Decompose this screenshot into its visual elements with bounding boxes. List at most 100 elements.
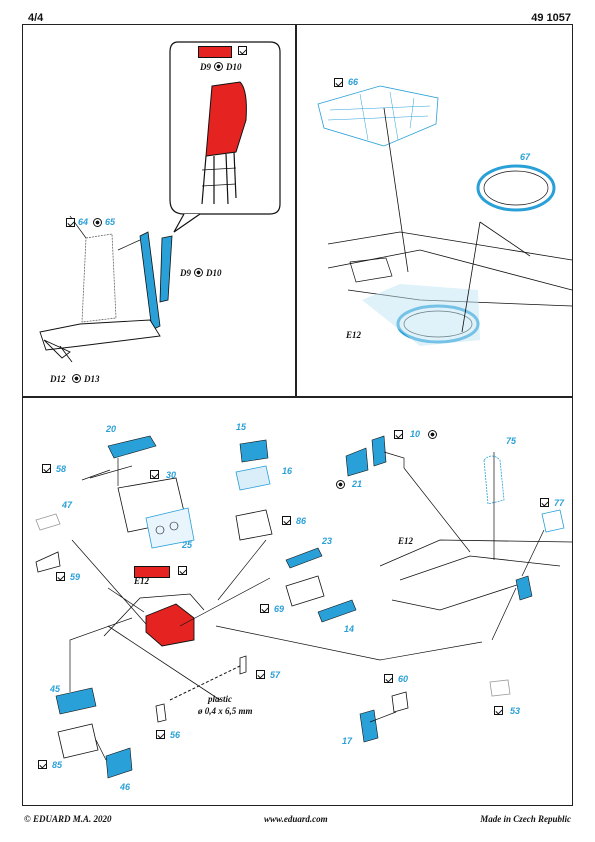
part-label-69: 69 <box>274 604 285 614</box>
part-16 <box>235 465 271 491</box>
page-number: 4/4 <box>28 12 44 24</box>
panel-bottom <box>22 396 573 806</box>
made-in-text: Made in Czech Republic <box>480 814 571 824</box>
pe-icon-58 <box>42 464 51 473</box>
cockpit-red-seat <box>145 603 195 647</box>
part-21 <box>345 447 369 477</box>
inset-label-d9: D9 <box>200 62 211 72</box>
rod-spec: ø 0,4 x 6,5 mm <box>198 706 253 716</box>
part-label-66: 66 <box>348 77 359 87</box>
part-15 <box>239 439 269 463</box>
seat-legs <box>201 151 237 205</box>
ref-e12-cockpit: E12 <box>134 576 150 586</box>
part-label-16: 16 <box>282 466 293 476</box>
part-label-67: 67 <box>520 152 531 162</box>
seat-label-d9: D9 <box>180 268 191 278</box>
part-label-25: 25 <box>182 540 193 550</box>
pe-icon-57 <box>256 670 265 679</box>
part-label-45: 45 <box>50 684 61 694</box>
part-57 <box>239 655 247 675</box>
part-86-box <box>235 509 273 541</box>
part-23 <box>285 547 323 569</box>
part-label-56: 56 <box>170 730 181 740</box>
part-label-15: 15 <box>236 422 247 432</box>
part-label-65: 65 <box>105 217 116 227</box>
part-label-64: 64 <box>78 217 89 227</box>
part-label-10: 10 <box>410 429 421 439</box>
website-link[interactable]: www.eduard.com <box>264 814 328 824</box>
part-67-ring <box>476 164 556 212</box>
part-label-20: 20 <box>106 424 117 434</box>
fuselage-e12 <box>379 539 573 611</box>
bottom-label-d12: D12 <box>50 374 66 384</box>
part-label-57: 57 <box>270 670 281 680</box>
part-label-46: 46 <box>120 782 131 792</box>
seat-label-d10: D10 <box>206 268 222 278</box>
inset-label-d10: D10 <box>226 62 242 72</box>
seat-base <box>39 319 161 351</box>
part-46 <box>105 747 133 779</box>
pe-icon-77 <box>540 498 549 507</box>
ref-e12-top: E12 <box>346 330 362 340</box>
cockpit-pe-icon <box>178 566 187 575</box>
kit-number: 49 1057 <box>531 12 571 24</box>
part-69-box <box>285 575 325 607</box>
part-20 <box>107 435 157 459</box>
plastic-label: plastic <box>208 694 232 704</box>
part-label-86: 86 <box>296 516 307 526</box>
part-label-53: 53 <box>510 706 521 716</box>
part-53 <box>489 679 511 697</box>
pe-icon-86 <box>282 516 291 525</box>
part-60 <box>391 691 409 713</box>
pe-icon-53 <box>494 706 503 715</box>
inset-color-swatch <box>198 46 232 58</box>
part-label-30: 30 <box>166 470 177 480</box>
part-label-14: 14 <box>344 624 355 634</box>
part-label-17: 17 <box>342 736 353 746</box>
part-59-bracket <box>35 551 61 573</box>
part-label-23: 23 <box>322 536 333 546</box>
part-85-box <box>57 723 99 759</box>
part-17 <box>359 709 379 743</box>
bottom-label-d13: D13 <box>84 374 100 384</box>
pe-icon-66 <box>334 78 343 87</box>
seat-paint-icon <box>194 268 203 277</box>
part-label-77: 77 <box>554 498 565 508</box>
pe-icon-59 <box>56 572 65 581</box>
part-77 <box>541 509 565 533</box>
part-label-60: 60 <box>398 674 409 684</box>
part-47 <box>35 513 61 531</box>
part-66-panel <box>317 85 439 147</box>
part-45 <box>55 687 97 715</box>
pe-icon-60 <box>384 674 393 683</box>
part-label-75: 75 <box>506 436 517 446</box>
pe-icon-64 <box>66 218 75 227</box>
seat-back-red <box>205 81 247 157</box>
part-14 <box>317 599 357 623</box>
part-10 <box>371 435 387 467</box>
pe-icon-85 <box>38 760 47 769</box>
inset-pe-icon <box>238 46 247 55</box>
panel-top-left <box>22 24 297 398</box>
seat-cushion <box>81 233 117 323</box>
pe-icon-69 <box>260 604 269 613</box>
copyright: © EDUARD M.A. 2020 <box>24 814 112 824</box>
part-label-85: 85 <box>52 760 63 770</box>
plastic-rod <box>169 665 241 701</box>
part-label-21: 21 <box>352 479 363 489</box>
part-label-47: 47 <box>62 500 73 510</box>
pe-icon-30 <box>150 470 159 479</box>
seat-frame <box>139 231 173 331</box>
pe-icon-10 <box>394 430 403 439</box>
paint-icon-10 <box>428 430 437 439</box>
cockpit-color-swatch <box>134 566 170 578</box>
ref-e12-bottom: E12 <box>398 536 414 546</box>
panel-top-right <box>295 24 573 398</box>
pe-icon-56 <box>156 730 165 739</box>
part-label-59: 59 <box>70 572 81 582</box>
paint-icon-21 <box>336 480 345 489</box>
bottom-paint-icon <box>72 374 81 383</box>
paint-icon-64 <box>93 218 102 227</box>
inset-pointer <box>173 213 201 233</box>
